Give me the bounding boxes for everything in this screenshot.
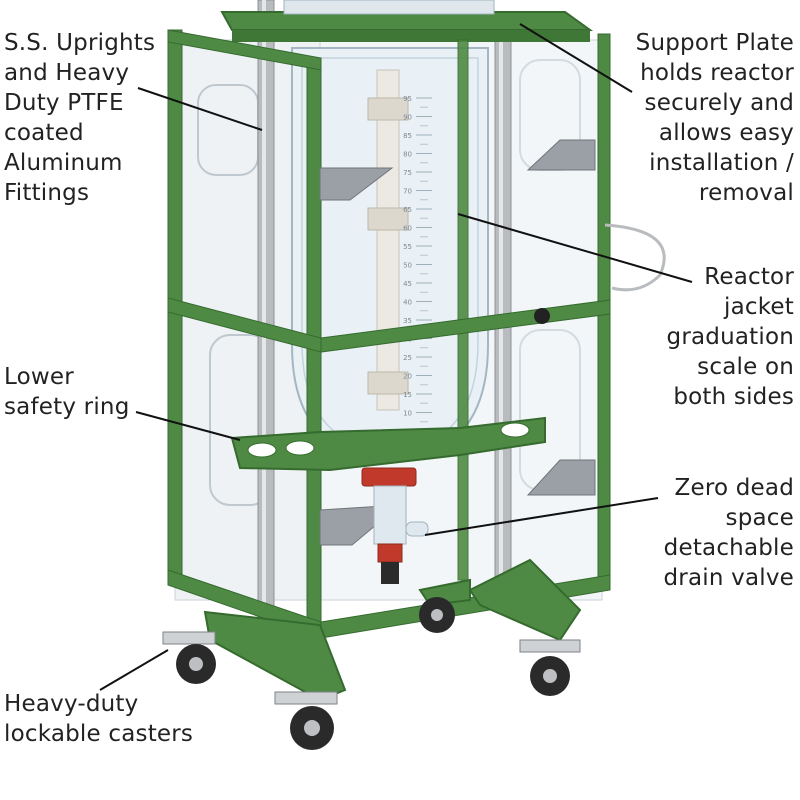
scale-label: 35	[403, 317, 412, 325]
agitator-blade-lower	[367, 371, 409, 395]
mid-rail-knob	[534, 308, 550, 324]
safety-ring-hole-right	[500, 422, 530, 438]
bracket-left-upper	[319, 167, 394, 201]
scale-label: 65	[403, 206, 412, 214]
scale-label: 55	[403, 243, 412, 251]
lower-safety-ring	[230, 416, 546, 472]
callout-jacket-scale: Reactor jacket graduation scale on both …	[666, 264, 794, 410]
callout-safety-ring: Lower safety ring	[4, 364, 130, 420]
caster-front-mid	[274, 691, 338, 750]
leader-line-safety-ring	[135, 411, 241, 441]
scale-label: 80	[403, 151, 412, 159]
frame-top-rail-left	[167, 29, 322, 71]
support-plate	[220, 11, 594, 31]
callout-uprights: S.S. Uprights and Heavy Duty PTFE coated…	[4, 30, 156, 206]
leader-line-uprights	[137, 87, 263, 131]
leader-line-drain-valve	[424, 497, 659, 536]
leader-line-jacket-scale	[457, 213, 693, 283]
side-hose	[604, 223, 666, 292]
scale-label: 70	[403, 188, 412, 196]
drain-valve-cap	[381, 562, 399, 584]
scale-label: 45	[403, 280, 412, 288]
support-plate-edge	[232, 30, 590, 42]
scale-label: 85	[403, 132, 412, 140]
agitator-shaft	[376, 69, 400, 411]
steel-upright-left-highlight	[262, 0, 266, 620]
scale-label: 10	[403, 410, 412, 418]
scale-label: 95	[403, 95, 412, 103]
scale-label: 15	[403, 391, 412, 399]
drain-valve-body	[373, 485, 407, 545]
safety-ring-hole-mid	[285, 440, 315, 456]
reactor-top-rim	[283, 0, 495, 15]
callout-support-plate: Support Plate holds reactor securely and…	[635, 30, 794, 206]
scale-label: 50	[403, 262, 412, 270]
scale-label: 75	[403, 169, 412, 177]
safety-ring-hole-left	[247, 442, 277, 458]
caster-back-mid	[419, 597, 455, 633]
drain-valve-outlet	[377, 543, 403, 563]
scale-label: 60	[403, 225, 412, 233]
bracket-right-upper	[526, 139, 596, 171]
agitator-blade-middle	[367, 207, 409, 231]
scale-label: 40	[403, 299, 412, 307]
base-leg-right	[468, 558, 582, 642]
agitator-blade-upper	[367, 97, 409, 121]
drain-valve-flange	[361, 467, 417, 487]
caster-front-right	[519, 639, 581, 696]
scale-label: 25	[403, 354, 412, 362]
callout-casters: Heavy-duty lockable casters	[4, 691, 194, 747]
reactor-graduation-scale: 9590858075706560555045403530252015105	[403, 95, 432, 436]
caster-front-left	[162, 631, 216, 684]
scale-label: 20	[403, 373, 412, 381]
scale-label: 90	[403, 114, 412, 122]
callout-drain-valve: Zero dead space detachable drain valve	[663, 475, 794, 591]
leader-line-casters	[99, 649, 169, 691]
drain-valve-side-port	[405, 521, 429, 537]
leader-line-support-plate	[519, 23, 633, 93]
frame-post-back-mid	[457, 39, 469, 581]
bracket-right-lower	[526, 459, 596, 496]
steel-upright-right-highlight	[499, 30, 503, 590]
